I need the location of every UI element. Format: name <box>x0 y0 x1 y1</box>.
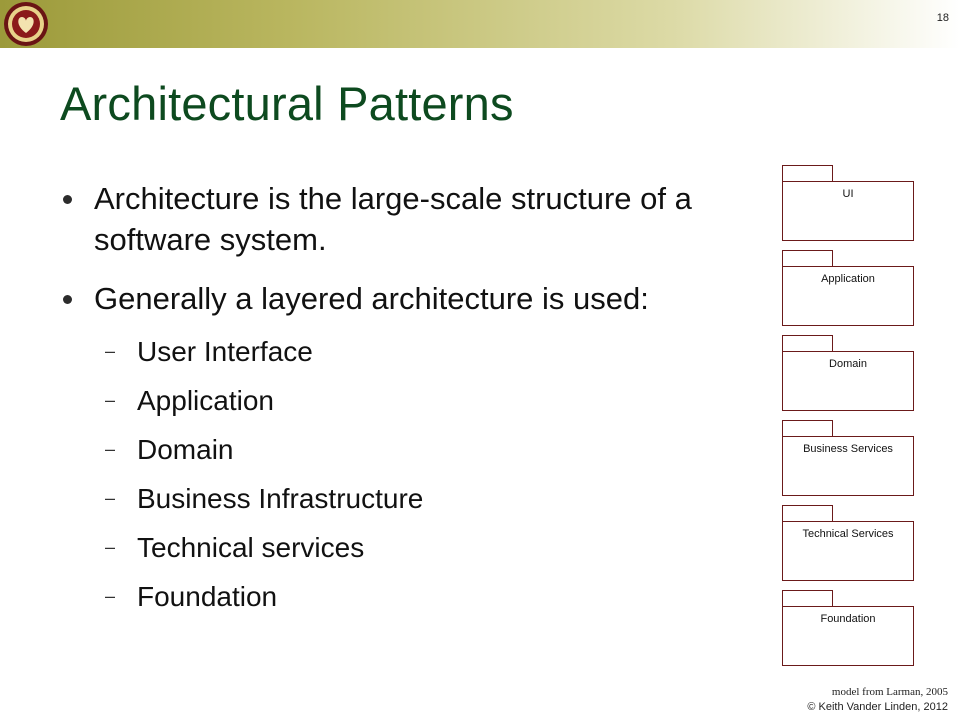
package-label: Domain <box>782 351 914 411</box>
layer-label: User Interface <box>137 336 313 367</box>
package-technical-services: Technical Services <box>782 505 915 581</box>
model-source-note: model from Larman, 2005 <box>831 686 948 698</box>
footer-credit: model from Larman, 2005 © Keith Vander L… <box>807 685 948 715</box>
package-tab <box>782 420 833 436</box>
university-seal-logo <box>4 2 48 46</box>
package-foundation: Foundation <box>782 590 915 666</box>
package-label: Technical Services <box>782 521 914 581</box>
dash-icon: – <box>105 537 116 557</box>
bullet-item: Generally a layered architecture is used… <box>60 278 720 319</box>
bullet-dot-icon <box>63 195 72 204</box>
package-tab <box>782 335 833 351</box>
package-label: Foundation <box>782 606 914 666</box>
bullet-dot-icon <box>63 295 72 304</box>
layer-item: – Application <box>105 376 720 425</box>
package-ui: UI <box>782 165 915 241</box>
layer-label: Technical services <box>137 532 365 563</box>
layer-item: – Business Infrastructure <box>105 474 720 523</box>
layer-item: – Foundation <box>105 572 720 621</box>
slide-title: Architectural Patterns <box>60 77 514 130</box>
dash-icon: – <box>105 488 116 508</box>
bullet-list: Architecture is the large-scale structur… <box>60 178 720 621</box>
bullet-item: Architecture is the large-scale structur… <box>60 178 720 260</box>
dash-icon: – <box>105 341 116 361</box>
layer-label: Foundation <box>137 581 278 612</box>
package-tab <box>782 590 833 606</box>
layer-label: Domain <box>137 434 234 465</box>
slide-number: 18 <box>936 12 949 24</box>
package-tab <box>782 165 833 181</box>
package-tab <box>782 250 833 266</box>
header-band <box>0 0 960 48</box>
bullet-text: Architecture is the large-scale structur… <box>94 181 692 257</box>
copyright-text: © Keith Vander Linden, 2012 <box>807 701 948 713</box>
layer-label: Business Infrastructure <box>137 483 424 514</box>
package-domain: Domain <box>782 335 915 411</box>
layer-label: Application <box>137 385 274 416</box>
package-label: UI <box>782 181 914 241</box>
package-diagram: UI Application Domain Business Services … <box>782 165 918 675</box>
layer-list: – User Interface – Application – Domain – Bu… <box>105 327 720 621</box>
package-tab <box>782 505 833 521</box>
package-label: Business Services <box>782 436 914 496</box>
dash-icon: – <box>105 439 116 459</box>
package-business-services: Business Services <box>782 420 915 496</box>
dash-icon: – <box>105 586 116 606</box>
layer-item: – Domain <box>105 425 720 474</box>
package-label: Application <box>782 266 914 326</box>
package-application: Application <box>782 250 915 326</box>
bullet-text: Generally a layered architecture is used… <box>94 281 649 316</box>
layer-item: – Technical services <box>105 523 720 572</box>
layer-item: – User Interface <box>105 327 720 376</box>
dash-icon: – <box>105 390 116 410</box>
